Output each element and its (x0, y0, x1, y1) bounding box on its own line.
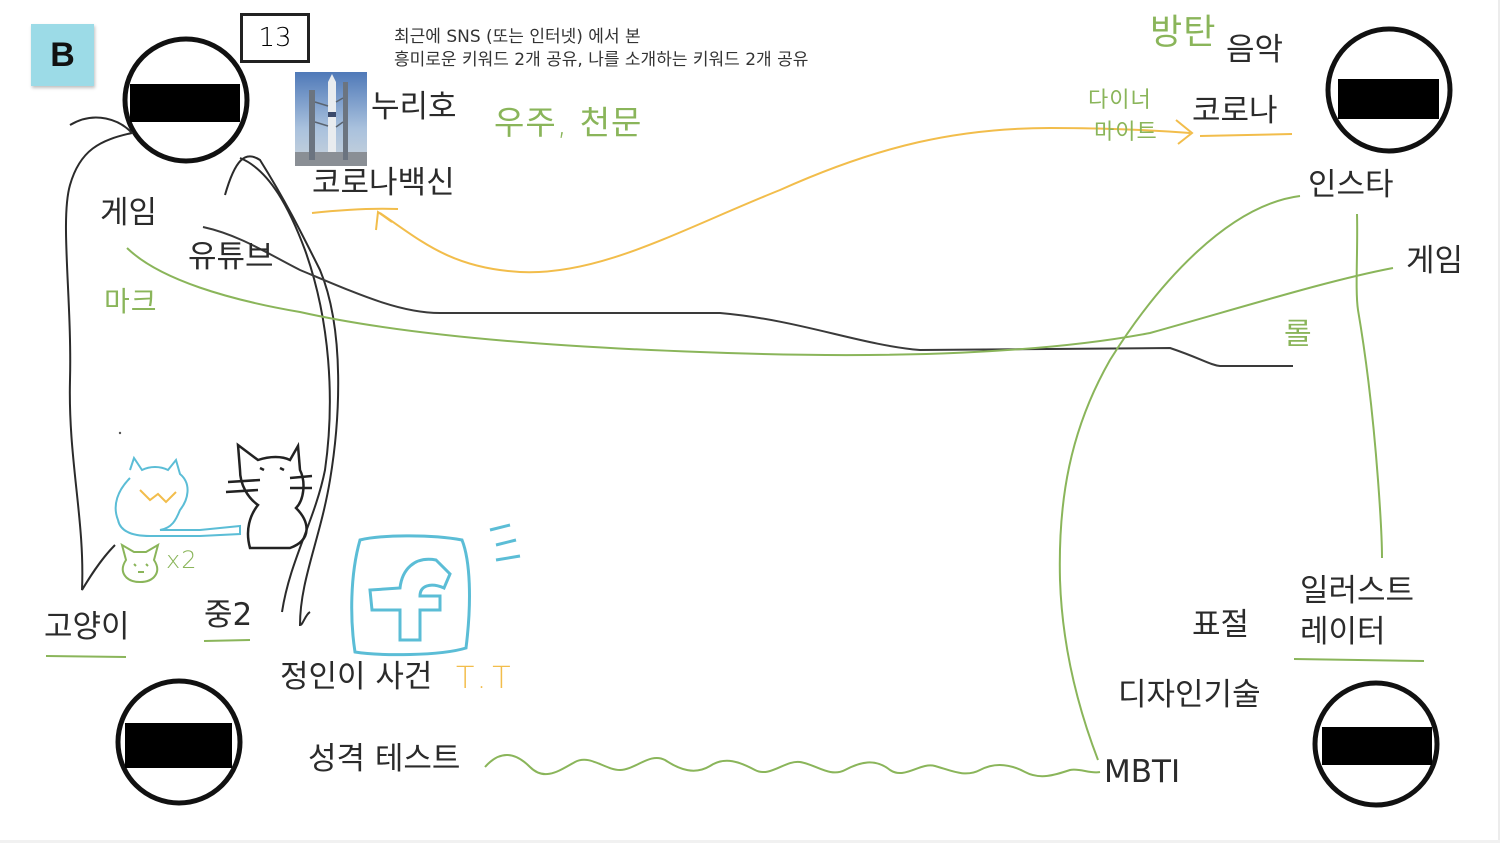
canvas-bottom-edge (0, 840, 1500, 843)
note-dynamite-line2: 마이트 (1094, 120, 1158, 145)
youtube-connector (202, 226, 1293, 367)
insta-mbti-connector (1058, 195, 1301, 761)
keyword-cat: 고양이 (44, 609, 130, 645)
avatar-bottom-right (1312, 680, 1440, 808)
keyword-corona: 코로나 (1192, 93, 1278, 129)
avatar-top-right (1325, 26, 1453, 154)
facebook-doodle-icon (350, 523, 521, 657)
insta-illustrator-connector (1355, 213, 1383, 559)
keyword-design-tech: 디자인기술 (1118, 677, 1261, 713)
keyword-youtube: 유튜브 (188, 239, 274, 275)
middle2-underline (203, 639, 251, 642)
note-lol: 롤 (1284, 317, 1313, 352)
keyword-illustrator-line2: 레이터 (1300, 614, 1386, 650)
keyword-game-right: 게임 (1406, 243, 1464, 279)
note-cat-count: x2 (166, 546, 198, 574)
cat-face-icon (120, 542, 160, 584)
vaccine-arrow (375, 210, 393, 231)
note-dynamite-line1: 다이너 (1088, 88, 1152, 113)
keyword-game-left: 게임 (100, 195, 158, 231)
cat-underline (45, 655, 127, 658)
prompt-line-2: 흥미로운 키워드 2개 공유, 나를 소개하는 키워드 2개 공유 (394, 50, 809, 70)
personality-mbti-wave (484, 754, 1101, 778)
keyword-nuriho: 누리호 (371, 89, 457, 125)
note-minecraft: 마크 (104, 285, 158, 318)
note-crying: T.T (456, 661, 517, 696)
keyword-corona-vaccine: 코로나백신 (312, 165, 455, 201)
group-badge: B (31, 24, 94, 86)
keyword-personality-test: 성격 테스트 (308, 741, 461, 777)
avatar-bottom-left (115, 678, 243, 806)
game-connector (126, 247, 1394, 357)
corona-connector (379, 126, 1191, 274)
illustrator-underline (1293, 658, 1425, 662)
rocket-photo (295, 72, 367, 166)
keyword-plagiarism: 표절 (1192, 607, 1250, 643)
corona-arrow-right (1175, 119, 1194, 145)
canvas-right-edge (1498, 0, 1500, 843)
inner-outline-stroke (239, 157, 331, 613)
keyword-middle2: 중2 (204, 597, 253, 633)
left-outline-stroke (65, 116, 340, 627)
vaccine-underline (311, 207, 399, 214)
cat-sketch-icon (225, 441, 313, 550)
keyword-insta: 인스타 (1308, 167, 1394, 203)
page-number-box: 13 (240, 13, 310, 63)
note-space-astronomy: 우주, 천문 (494, 103, 643, 142)
keyword-mbti: MBTI (1104, 754, 1181, 790)
keyword-music: 음악 (1226, 32, 1284, 68)
cat-doodle-icon (114, 455, 241, 537)
prompt-text: 최근에 SNS (또는 인터넷) 에서 본 흥미로운 키워드 2개 공유, 나를… (394, 26, 808, 72)
avatar-top-left (122, 36, 250, 164)
keyword-illustrator-line1: 일러스트 (1300, 573, 1415, 609)
corona-underline (1199, 133, 1293, 137)
prompt-line-1: 최근에 SNS (또는 인터넷) 에서 본 (394, 27, 641, 47)
keyword-jung-in-case: 정인이 사건 (280, 659, 433, 695)
note-bts: 방탄 (1150, 13, 1217, 53)
